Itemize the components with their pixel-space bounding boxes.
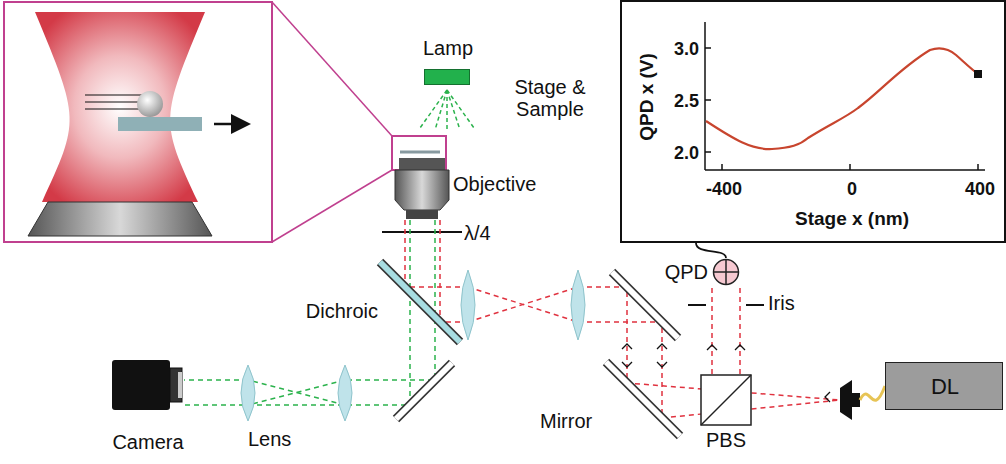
part-label: Dichroic	[282, 300, 378, 322]
node-text: 3.0	[674, 40, 699, 60]
signal-wire	[696, 243, 726, 258]
node-text: QPD x (V)	[637, 53, 658, 141]
node-text: PBS	[706, 429, 746, 451]
diode-laser-box: DL	[885, 362, 1003, 410]
qpd-chart-panel: QPD x (V) Stage x (nm) 3.0 2.5 2.0 -400 0 400	[620, 0, 1006, 243]
qpd-shape	[712, 258, 740, 286]
part-label: Objective	[453, 173, 536, 195]
part-label: Mirror	[540, 410, 592, 432]
camera-body: Camera	[112, 360, 184, 410]
node-text: 2.5	[674, 92, 699, 112]
node-text: -400	[706, 180, 742, 200]
node-text: QPD	[665, 261, 708, 283]
polarizing-beam-splitter: PBS	[700, 374, 752, 426]
node-text: DL	[931, 375, 959, 399]
node-text: Lamp	[423, 37, 473, 59]
part-label: Lens	[248, 428, 291, 450]
lamp-source: Lamp	[424, 69, 470, 85]
node-text: Stage x (nm)	[795, 209, 909, 230]
quadrant-photodiode: QPD	[712, 258, 740, 286]
part-label: Stage & Sample	[495, 76, 605, 120]
node-text: 400	[965, 180, 995, 200]
node-text: Camera	[112, 431, 183, 453]
node-text: 2.0	[674, 144, 699, 164]
cam-shape	[112, 360, 184, 410]
part-label: λ/4	[464, 222, 491, 244]
pbs-shape	[700, 374, 752, 426]
node-text: 0	[847, 180, 857, 200]
part-label: Iris	[768, 292, 795, 314]
